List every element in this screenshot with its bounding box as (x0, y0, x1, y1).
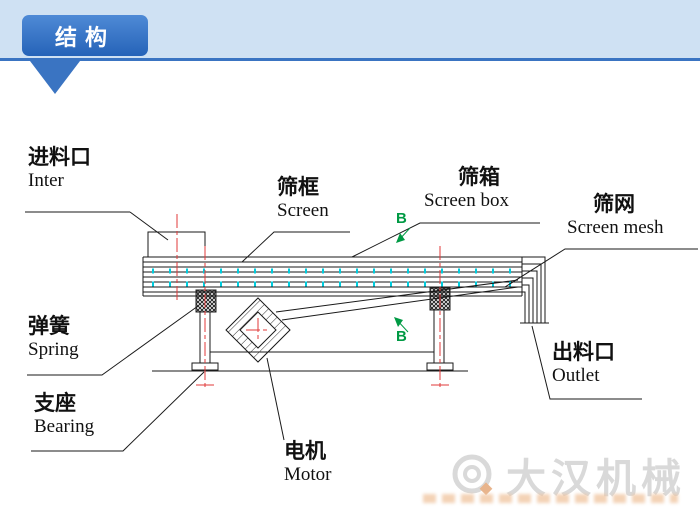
outlet-chute (520, 256, 549, 324)
label-screen-box-zh: 筛箱 (458, 165, 500, 189)
label-screen-frame-en: Screen (277, 199, 329, 221)
centerlines (176, 214, 449, 390)
support-legs (152, 310, 468, 372)
label-spring-en: Spring (28, 338, 79, 360)
brand-logo-icon (452, 454, 493, 496)
label-screen-mesh-zh: 筛网 (593, 192, 635, 216)
leader-lines (25, 211, 698, 452)
label-support-zh: 支座 (34, 391, 76, 415)
label-screen-mesh: 筛网 Screen mesh (567, 192, 664, 238)
label-spring: 弹簧 Spring (28, 314, 79, 360)
label-screen-frame: 筛框 Screen (277, 175, 329, 221)
label-spring-zh: 弹簧 (28, 314, 70, 338)
page-title: 结构 (54, 24, 115, 50)
watermark: 大汉机械 (450, 446, 686, 504)
label-screen-mesh-en: Screen mesh (567, 216, 664, 238)
spring-left (195, 289, 217, 313)
section-marker-top: B (396, 210, 411, 243)
label-motor-en: Motor (284, 463, 332, 485)
label-screen-box-en: Screen box (424, 189, 509, 211)
label-screen-box: 筛箱 Screen box (424, 165, 509, 211)
header-arrow-icon (30, 61, 80, 94)
page-title-badge: 结构 (22, 15, 148, 56)
section-marker-bottom: B (394, 317, 409, 345)
label-motor: 电机 Motor (284, 439, 332, 485)
label-support: 支座 Bearing (34, 391, 95, 437)
section-marker-bottom-label: B (396, 328, 407, 345)
label-inlet-en: Inter (28, 169, 64, 191)
header-accent-line (0, 58, 700, 61)
label-inlet: 进料口 Inter (28, 145, 91, 191)
label-outlet: 出料口 Outlet (552, 340, 615, 386)
label-motor-zh: 电机 (284, 439, 326, 463)
label-screen-frame-zh: 筛框 (277, 175, 319, 199)
label-support-en: Bearing (34, 415, 95, 437)
label-outlet-zh: 出料口 (552, 340, 615, 364)
section-marker-top-label: B (396, 210, 407, 227)
watermark-brand: 大汉机械 (506, 457, 686, 501)
label-inlet-zh: 进料口 (28, 145, 91, 169)
label-outlet-en: Outlet (552, 364, 600, 386)
watermark-subtext-blur (423, 494, 678, 503)
